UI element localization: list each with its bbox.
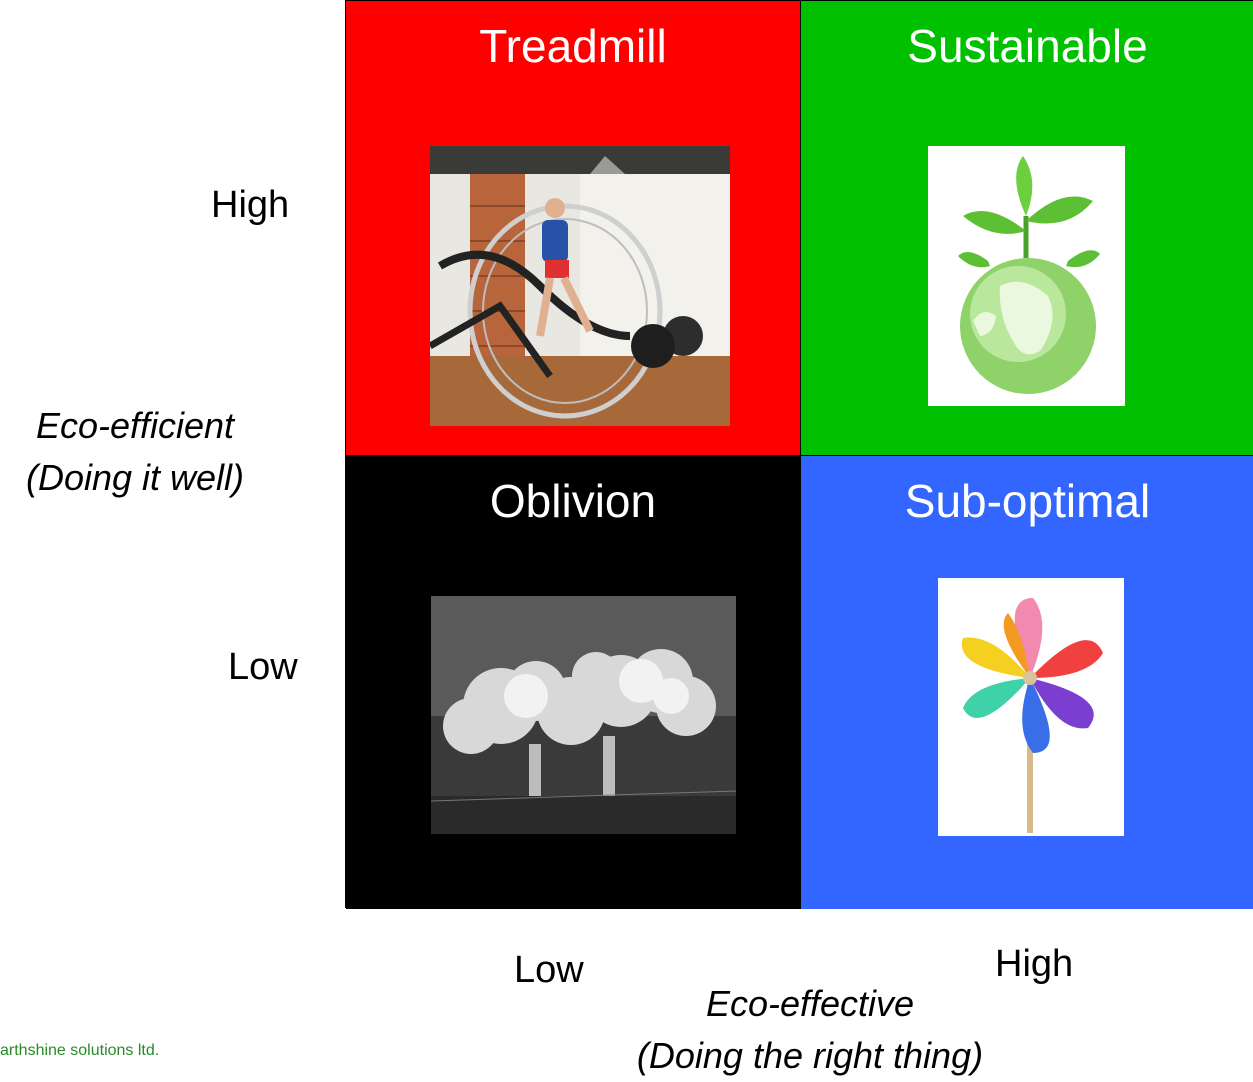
quadrant-oblivion: Oblivion — [346, 455, 800, 909]
quadrant-title: Treadmill — [479, 20, 667, 72]
hamster-wheel-treadmill-photo — [430, 146, 730, 426]
quadrant-treadmill: Treadmill — [346, 1, 800, 455]
y-low-label: Low — [228, 646, 298, 688]
quadrant-title: Sub-optimal — [904, 475, 1151, 527]
smokestack-pollution-photo — [431, 596, 736, 834]
quadrant-sustainable: Sustainable — [800, 1, 1253, 455]
x-high-label: High — [995, 943, 1074, 985]
y-axis-title-line1: Eco-efficient — [35, 405, 235, 446]
y-high-label: High — [211, 184, 290, 226]
y-axis-title-line2: (Doing it well) — [25, 457, 245, 499]
quadrant-title: Sustainable — [907, 20, 1148, 72]
footer-credit: arthshine solutions ltd. — [0, 1042, 160, 1059]
x-axis-title-line1: Eco-effective — [705, 983, 915, 1024]
quadrant-sub-optimal: Sub-optimal — [800, 455, 1253, 909]
pinwheel-photo — [938, 578, 1124, 836]
globe-with-sprout-photo — [928, 146, 1125, 406]
x-low-label: Low — [514, 949, 584, 991]
quadrant-matrix: Treadmill Sustainable — [345, 0, 1253, 909]
y-axis-title: Eco-efficient (Doing it well) — [0, 400, 270, 504]
x-axis-title: Eco-effective (Doing the right thing) — [560, 978, 1060, 1082]
x-axis-title-line2: (Doing the right thing) — [636, 1035, 984, 1077]
quadrant-title: Oblivion — [489, 475, 657, 527]
